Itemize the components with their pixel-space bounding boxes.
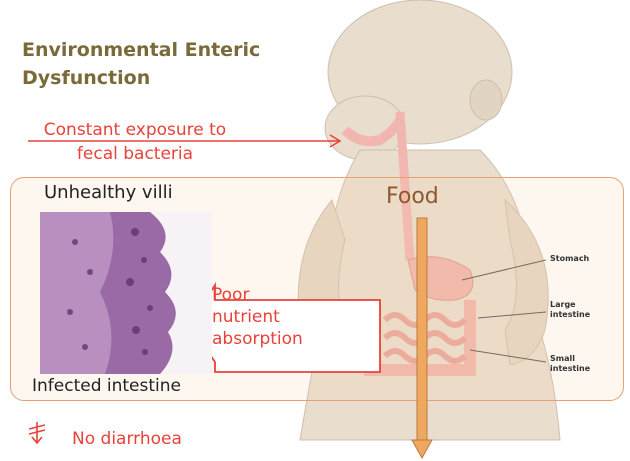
diagram-title: Environmental Enteric Dysfunction [22,36,322,92]
poor-absorption-label: Poor nutrient absorption [212,284,322,350]
infected-intestine-label: Infected intestine [32,376,181,396]
large-intestine-label: Large intestine [550,300,604,320]
crossed-arrow-icon [26,420,48,446]
stomach-label: Stomach [550,254,589,264]
no-diarrhoea-label: No diarrhoea [72,429,182,449]
exposure-label: Constant exposure to fecal bacteria [40,118,230,166]
villi-histology-image [40,212,212,374]
small-intestine-label: Small intestine [550,354,604,374]
unhealthy-villi-label: Unhealthy villi [44,182,173,203]
food-label: Food [386,184,439,209]
